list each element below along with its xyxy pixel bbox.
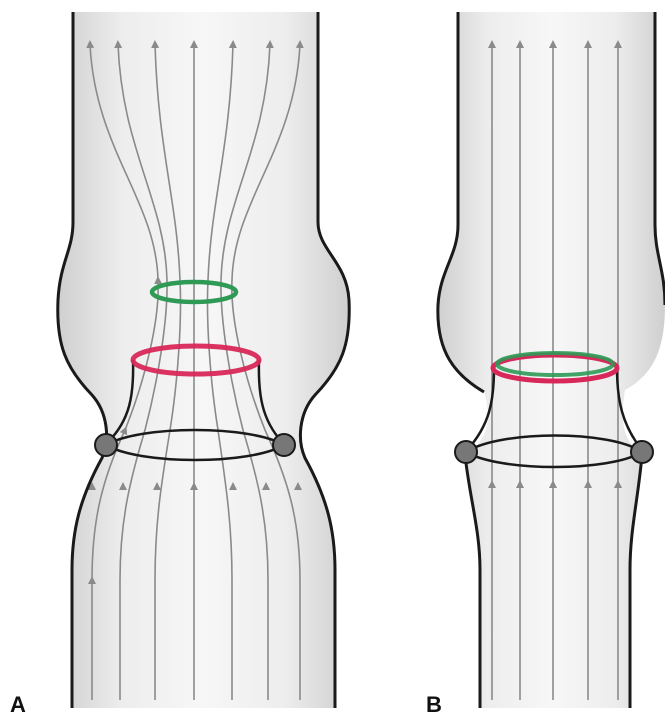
panel-a-node-right — [273, 434, 295, 456]
panel-a-node-left — [95, 434, 117, 456]
panel-b-node-right — [631, 441, 653, 463]
panel-b: B — [426, 12, 665, 717]
panel-a-label: A — [10, 692, 26, 717]
panel-a: A — [10, 12, 349, 717]
panel-b-node-left — [455, 441, 477, 463]
panel-a-vessel-fill — [58, 12, 349, 708]
panel-b-label: B — [426, 692, 442, 717]
